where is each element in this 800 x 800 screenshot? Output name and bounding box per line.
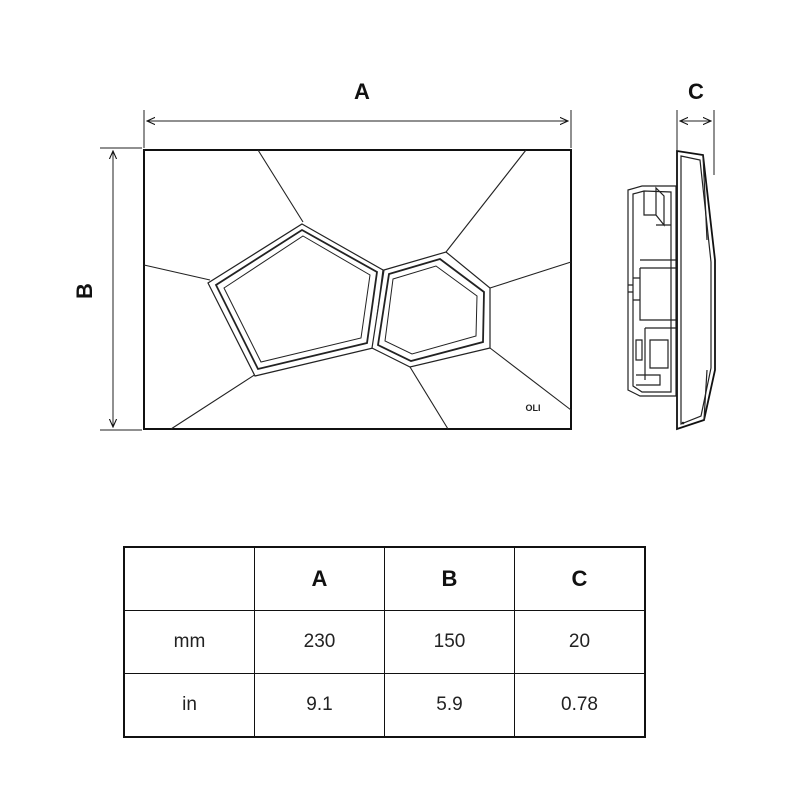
table-header-cell: A	[254, 546, 385, 611]
full-flush-button[interactable]	[207, 223, 384, 377]
table-cell: 20	[514, 610, 646, 674]
table-cell: 150	[384, 610, 515, 674]
front-view-plate: OLI	[143, 149, 572, 430]
dimensions-table: A B C mm 230 150 20 in 9.1 5.9 0.78	[123, 546, 646, 738]
table-header-cell	[123, 546, 255, 611]
dimension-b-label: B	[72, 283, 97, 299]
brand-logo: OLI	[526, 403, 541, 413]
table-cell: 0.78	[514, 673, 646, 738]
table-cell: 230	[254, 610, 385, 674]
technical-drawing: A B C	[72, 79, 716, 431]
table-header-cell: C	[514, 546, 646, 611]
table-unit-cell: mm	[123, 610, 255, 674]
facet-lines	[143, 149, 572, 430]
dimension-b: B	[72, 147, 142, 431]
side-view-plate	[627, 149, 716, 431]
table-header-row: A B C	[123, 546, 646, 611]
table-header-cell: B	[384, 546, 515, 611]
table-unit-cell: in	[123, 673, 255, 738]
dimension-c-label: C	[688, 79, 704, 104]
half-flush-button[interactable]	[371, 251, 491, 368]
table-cell: 5.9	[384, 673, 515, 738]
dimension-a-label: A	[354, 79, 370, 104]
table-row: in 9.1 5.9 0.78	[123, 673, 646, 738]
table-cell: 9.1	[254, 673, 385, 738]
table-row: mm 230 150 20	[123, 610, 646, 674]
dimension-a: A	[143, 79, 572, 148]
dimension-c: C	[676, 79, 715, 175]
